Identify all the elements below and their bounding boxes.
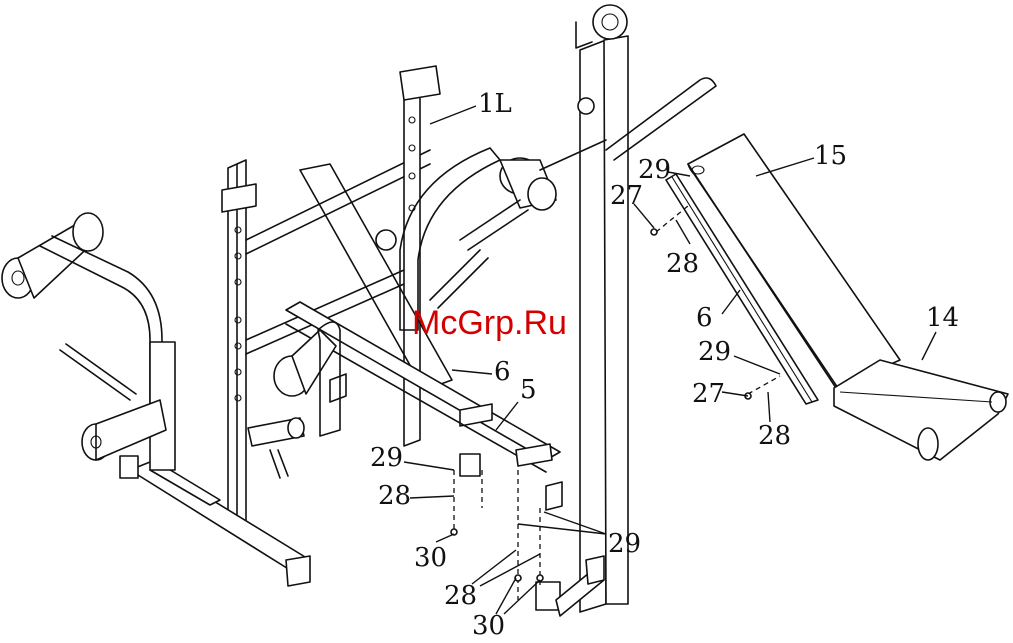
curl-roller	[248, 322, 340, 478]
callout-29-right: 29	[608, 529, 641, 559]
callout-27-lower: 27	[692, 379, 725, 409]
callout-28-lower: 28	[758, 421, 791, 451]
callout-28-right: 28	[444, 581, 477, 611]
callout-15: 15	[814, 141, 847, 171]
watermark: McGrp.Ru	[412, 304, 567, 342]
callout-29-left: 29	[370, 443, 403, 473]
callout-28-left: 28	[378, 481, 411, 511]
seat-14	[834, 360, 1008, 460]
callout-30-right: 30	[472, 611, 505, 638]
callout-27-upper: 27	[610, 181, 643, 211]
callout-5: 5	[520, 375, 537, 405]
callout-1L: 1L	[478, 89, 512, 119]
callout-30-left: 30	[414, 543, 447, 573]
callout-28-upper: 28	[666, 249, 699, 279]
callout-6-arm: 6	[494, 357, 511, 387]
callout-29-lower: 29	[698, 337, 731, 367]
callout-6-rail: 6	[696, 303, 713, 333]
callout-14: 14	[926, 303, 959, 333]
leg-developer	[2, 213, 175, 478]
